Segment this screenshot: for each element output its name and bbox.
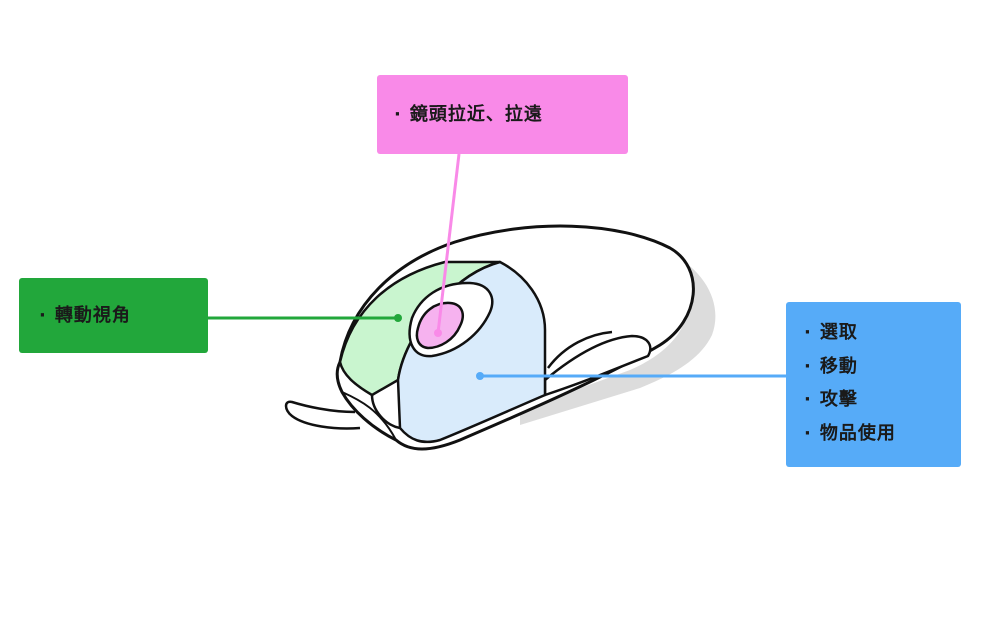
- mouse-side-line: [546, 330, 613, 369]
- label-left-item: 物品使用: [804, 417, 961, 451]
- label-right-button: 轉動視角: [19, 278, 208, 353]
- label-left-button: 選取 移動 攻擊 物品使用: [786, 302, 961, 467]
- label-left-item: 移動: [804, 350, 961, 384]
- label-left-item: 選取: [804, 316, 961, 350]
- label-left-item: 攻擊: [804, 383, 961, 417]
- mouse-cable: [284, 400, 361, 430]
- connector-left-dot: [394, 314, 402, 322]
- mouse-side-grip: [543, 334, 652, 397]
- mouse-button-divider: [370, 394, 401, 430]
- label-right-item: 轉動視角: [39, 299, 208, 333]
- connector-right-dot: [476, 372, 484, 380]
- connector-middle: [436, 153, 461, 334]
- label-middle-item: 鏡頭拉近、拉遠: [394, 98, 628, 132]
- label-middle-button: 鏡頭拉近、拉遠: [377, 75, 628, 154]
- mouse-shadow: [520, 245, 716, 425]
- mouse-front-edge: [341, 391, 397, 441]
- connector-middle-dot: [434, 329, 442, 337]
